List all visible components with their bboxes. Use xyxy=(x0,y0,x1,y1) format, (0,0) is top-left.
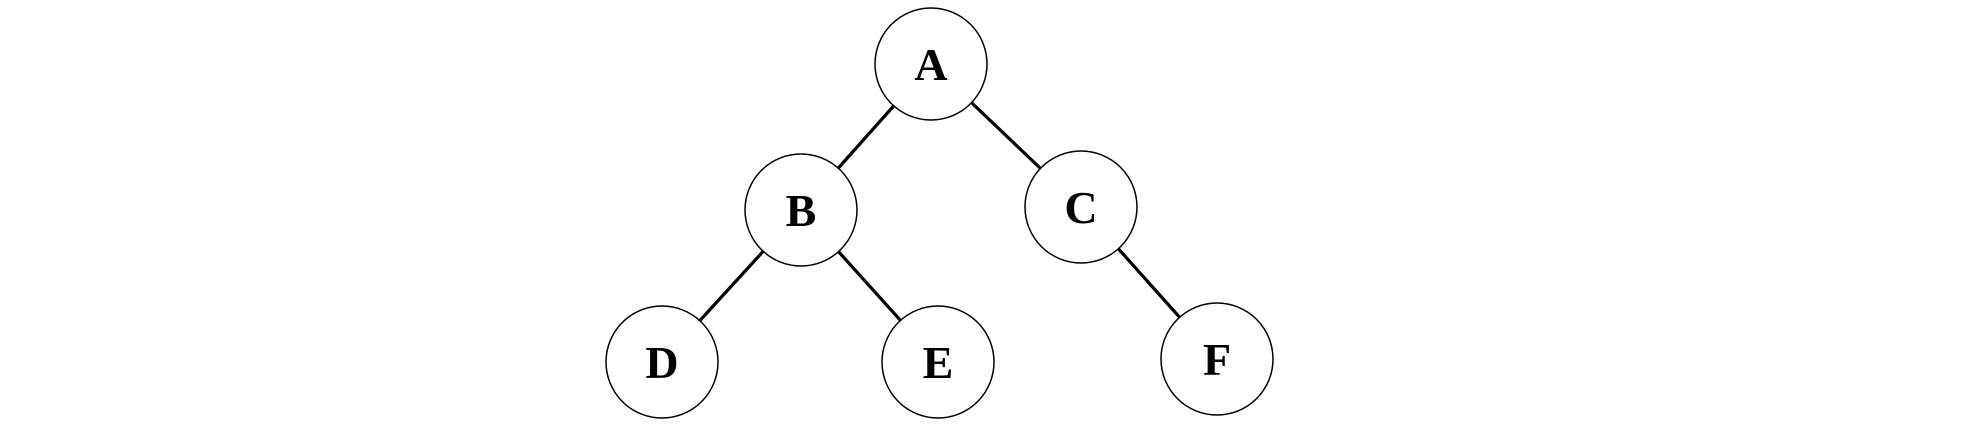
node-circle-e xyxy=(881,305,995,419)
node-circle-d xyxy=(605,305,719,419)
node-label-c: C xyxy=(1064,182,1097,233)
tree-node-f: F xyxy=(1160,302,1274,416)
node-label-f: F xyxy=(1203,334,1231,385)
node-label-b: B xyxy=(786,185,817,236)
node-label-e: E xyxy=(923,337,954,388)
node-circle-c xyxy=(1024,150,1138,264)
tree-node-a: A xyxy=(874,7,988,121)
node-circle-f xyxy=(1160,302,1274,416)
node-label-a: A xyxy=(914,39,947,90)
tree-node-b: B xyxy=(744,153,858,267)
node-circle-a xyxy=(874,7,988,121)
tree-node-c: C xyxy=(1024,150,1138,264)
tree-node-e: E xyxy=(881,305,995,419)
tree-node-d: D xyxy=(605,305,719,419)
node-circle-b xyxy=(744,153,858,267)
node-label-d: D xyxy=(645,337,678,388)
